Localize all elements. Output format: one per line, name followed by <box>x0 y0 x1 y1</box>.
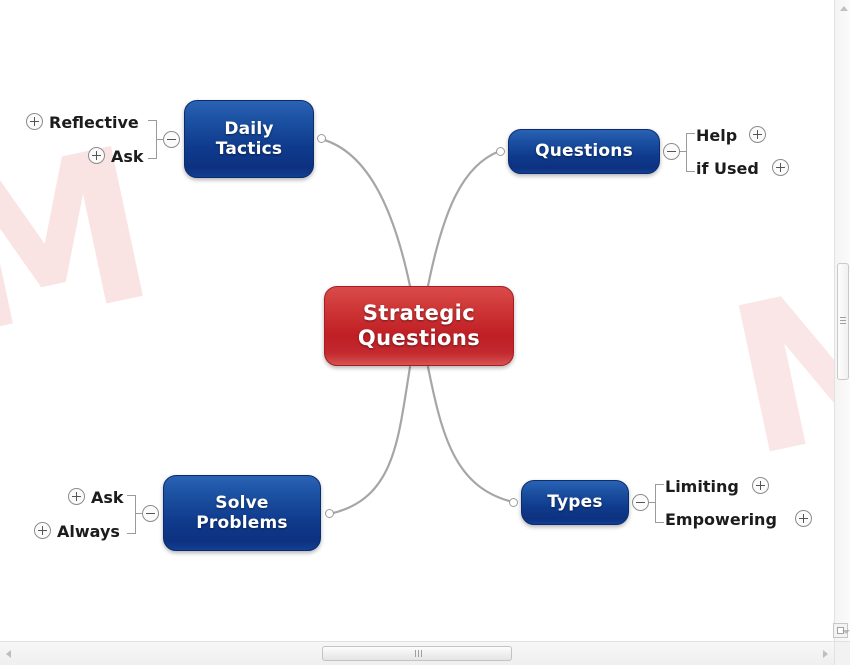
leaf-label-ask-top[interactable]: Ask <box>111 147 144 166</box>
central-node-label-line2: Questions <box>357 326 481 350</box>
collapse-toggle-daily-tactics[interactable] <box>163 131 180 148</box>
port-questions-left <box>496 147 505 156</box>
bracket-arm-always <box>127 533 136 535</box>
expand-toggle-ask-bottom[interactable] <box>68 488 85 505</box>
mindmap-canvas[interactable]: M N Strategic Questions Daily Tactics <box>0 0 834 641</box>
expand-toggle-reflective[interactable] <box>26 113 43 130</box>
collapse-toggle-types[interactable] <box>632 494 649 511</box>
horizontal-scrollbar[interactable] <box>0 641 834 665</box>
port-solve-problems-right <box>325 509 334 518</box>
watermark-right-letter: N <box>712 234 834 504</box>
branch-node-daily-tactics-line2: Tactics <box>215 139 283 159</box>
corner-caret-icon[interactable] <box>842 630 850 634</box>
bracket-stem-questions <box>680 151 687 153</box>
bracket-arm-empowering <box>655 522 664 524</box>
bracket-arm-limiting <box>655 484 664 486</box>
branch-node-solve-problems-line1: Solve <box>215 492 269 513</box>
scroll-right-arrow-icon[interactable] <box>823 650 828 658</box>
leaf-label-reflective[interactable]: Reflective <box>49 113 139 132</box>
bracket-spine-solve-problems <box>135 495 137 534</box>
collapse-toggle-questions[interactable] <box>663 143 680 160</box>
branch-node-daily-tactics-line1: Daily <box>224 118 274 139</box>
bracket-spine-daily-tactics <box>156 120 158 159</box>
leaf-label-help[interactable]: Help <box>696 126 738 145</box>
collapse-toggle-solve-problems[interactable] <box>142 505 159 522</box>
bracket-stem-daily-tactics <box>157 139 164 141</box>
expand-toggle-ask-top[interactable] <box>88 147 105 164</box>
central-node-label-line1: Strategic <box>362 301 476 326</box>
branch-node-questions-label: Questions <box>535 141 633 162</box>
branch-node-solve-problems-line2: Problems <box>196 513 288 533</box>
port-types-left <box>509 498 518 507</box>
branch-node-daily-tactics-label: Daily Tactics <box>216 119 283 159</box>
expand-toggle-always[interactable] <box>34 522 51 539</box>
vertical-thumb-grip-icon <box>840 317 846 324</box>
link-central-to-questions <box>426 149 502 288</box>
expand-toggle-limiting[interactable] <box>752 477 769 494</box>
bracket-spine-types <box>655 484 657 523</box>
central-node-strategic-questions[interactable]: Strategic Questions <box>324 286 514 366</box>
link-central-to-solve-problems <box>327 365 412 516</box>
expand-toggle-if-used[interactable] <box>772 159 789 176</box>
vertical-scrollbar-thumb[interactable] <box>837 263 849 380</box>
bracket-arm-ask-top <box>148 158 157 160</box>
vertical-scrollbar[interactable] <box>834 0 850 641</box>
bracket-arm-if-used <box>686 171 695 173</box>
leaf-label-empowering[interactable]: Empowering <box>665 510 777 529</box>
port-daily-tactics-right <box>317 134 326 143</box>
expand-toggle-empowering[interactable] <box>795 510 812 527</box>
scrollbar-corner <box>834 641 850 665</box>
link-central-to-daily-tactics <box>319 137 412 288</box>
branch-node-solve-problems-label: Solve Problems <box>196 493 287 533</box>
leaf-label-if-used[interactable]: if Used <box>696 159 759 178</box>
branch-node-questions[interactable]: Questions <box>508 129 660 174</box>
bracket-arm-help <box>686 133 695 135</box>
watermark-left-letter: M <box>0 100 173 385</box>
link-central-to-types <box>426 365 515 504</box>
horizontal-thumb-grip-icon <box>415 650 422 657</box>
central-node-label: Strategic Questions <box>358 301 480 351</box>
bracket-arm-reflective <box>148 120 157 122</box>
scroll-up-arrow-icon[interactable] <box>840 6 848 11</box>
leaf-label-ask-bottom[interactable]: Ask <box>91 488 124 507</box>
branch-node-solve-problems[interactable]: Solve Problems <box>163 475 321 551</box>
branch-node-types-label: Types <box>547 492 603 513</box>
bracket-stem-types <box>649 502 656 504</box>
horizontal-scrollbar-thumb[interactable] <box>322 646 512 661</box>
bracket-stem-solve-problems <box>136 513 143 515</box>
scroll-left-arrow-icon[interactable] <box>6 650 11 658</box>
bracket-arm-ask-bottom <box>127 495 136 497</box>
expand-toggle-help[interactable] <box>749 126 766 143</box>
bracket-spine-questions <box>686 133 688 172</box>
branch-node-daily-tactics[interactable]: Daily Tactics <box>184 100 314 178</box>
leaf-label-always[interactable]: Always <box>57 522 120 541</box>
branch-node-types[interactable]: Types <box>521 480 629 525</box>
leaf-label-limiting[interactable]: Limiting <box>665 477 739 496</box>
